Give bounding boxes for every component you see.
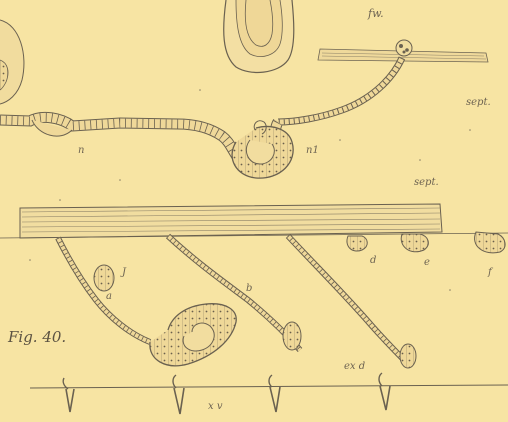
label-sept-middle: sept. — [414, 178, 439, 188]
label-fw: fw. — [368, 8, 384, 19]
diagonal-ducts — [58, 236, 416, 368]
lower-coiled-funnel — [150, 304, 236, 366]
label-a: a — [106, 292, 112, 302]
small-capsule — [396, 40, 412, 56]
left-organ-outline — [0, 20, 24, 104]
label-d: d — [370, 256, 376, 266]
label-e: e — [424, 258, 430, 268]
label-n: n — [78, 146, 84, 156]
label-b: b — [246, 284, 252, 294]
label-n1: n1 — [306, 146, 319, 156]
cup-organ — [224, 0, 294, 72]
label-f: f — [488, 268, 492, 278]
main-tubule — [278, 58, 402, 122]
middle-septum-band — [0, 204, 508, 238]
body-wall — [30, 373, 508, 414]
label-ex-d: ex d — [344, 362, 365, 372]
coiled-funnel — [232, 121, 293, 178]
label-j: J — [122, 268, 126, 278]
label-sept-upper: sept. — [466, 98, 491, 108]
figure-number: Fig. 40. — [8, 330, 66, 345]
small-funnels — [347, 232, 505, 253]
label-xv: x v — [208, 402, 222, 412]
